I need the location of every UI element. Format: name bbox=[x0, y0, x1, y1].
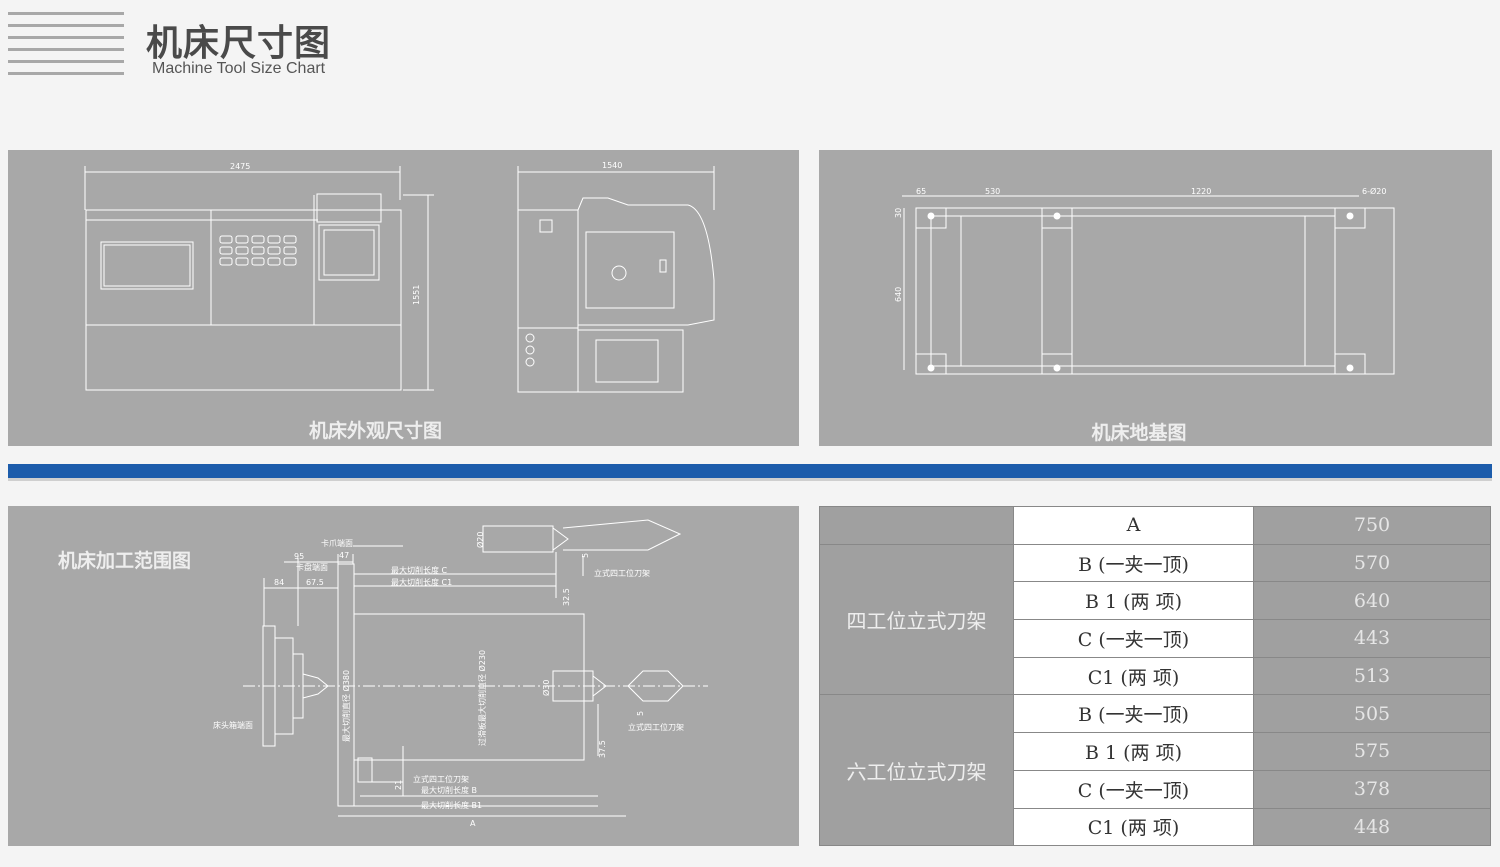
table-label: B 1 (两 项) bbox=[1013, 732, 1254, 771]
table-value: 750 bbox=[1253, 506, 1491, 545]
table-value: 505 bbox=[1253, 694, 1491, 734]
label-max-dia: 最大切削直径 Ø380 bbox=[341, 670, 351, 742]
table-row: C (一夹一顶) 378 bbox=[820, 769, 1491, 809]
page-title: 机床尺寸图 bbox=[146, 23, 332, 64]
processing-range-panel: 机床加工范围图 bbox=[8, 506, 799, 846]
label-tool-post-mid: 立式四工位刀架 bbox=[628, 722, 684, 732]
dim-holes: 6-Ø20 bbox=[1362, 186, 1386, 196]
label-carriage-dia: 过滑板最大切削直径 Ø230 bbox=[477, 650, 487, 746]
spec-table: A 750 四工位立式刀架 B (一夹一顶) 570 B 1 (两 项) 640… bbox=[819, 506, 1491, 847]
exterior-dimension-panel: 2475 1551 1540 机床外观尺寸 bbox=[8, 150, 799, 446]
table-label: B (一夹一顶) bbox=[1013, 543, 1254, 583]
table-row: B 1 (两 项) 640 bbox=[820, 581, 1491, 621]
dim-dia-30: Ø30 bbox=[541, 680, 551, 696]
dim-65: 65 bbox=[916, 187, 926, 196]
group-six-station: 六工位立式刀架 bbox=[819, 694, 1014, 847]
foundation-panel: 65 530 1220 6-Ø20 30 640 机床地基图 bbox=[819, 150, 1492, 446]
dim-67-5: 67.5 bbox=[306, 578, 324, 587]
label-max-len-c: 最大切削长度 C bbox=[391, 565, 448, 575]
dim-37-5: 37.5 bbox=[598, 740, 607, 758]
page-subtitle: Machine Tool Size Chart bbox=[152, 60, 326, 77]
table-row: C (一夹一顶) 443 bbox=[820, 619, 1491, 658]
label-jaw-face: 卡爪端面 bbox=[321, 538, 353, 548]
table-value: 513 bbox=[1253, 656, 1491, 696]
table-row: A 750 bbox=[819, 506, 1491, 545]
dim-dia-20: Ø20 bbox=[475, 532, 485, 548]
table-label: B (一夹一顶) bbox=[1013, 694, 1254, 734]
dim-21: 21 bbox=[394, 780, 403, 790]
dim-84: 84 bbox=[274, 578, 284, 587]
header-decoration bbox=[8, 12, 124, 84]
dim-height: 1551 bbox=[412, 285, 421, 305]
table-label: C1 (两 项) bbox=[1013, 807, 1254, 847]
dim-47: 47 bbox=[339, 551, 349, 560]
label-tool-post-bottom: 立式四工位刀架 bbox=[413, 774, 469, 784]
table-row: 四工位立式刀架 B (一夹一顶) 570 bbox=[819, 543, 1491, 696]
dim-32-5: 32.5 bbox=[562, 588, 571, 606]
label-headstock-face: 床头箱端面 bbox=[213, 720, 253, 730]
label-chuck-face: 卡盘端面 bbox=[296, 562, 328, 572]
dim-30: 30 bbox=[894, 208, 903, 218]
processing-range-drawing: 卡爪端面 卡盘端面 床头箱端面 最大切削长度 C 最大切削长度 C1 立式四工位… bbox=[213, 519, 708, 828]
label-tool-post-top: 立式四工位刀架 bbox=[594, 568, 650, 578]
exterior-drawing: 2475 1551 1540 bbox=[84, 161, 715, 393]
processing-range-caption: 机床加工范围图 bbox=[58, 550, 192, 572]
label-max-len-b1: 最大切削长度 B1 bbox=[421, 800, 482, 810]
table-row: C1 (两 项) 513 bbox=[820, 656, 1491, 696]
label-dim-a: A bbox=[470, 819, 476, 828]
table-label: B 1 (两 项) bbox=[1013, 581, 1254, 621]
table-row: C1 (两 项) 448 bbox=[820, 807, 1491, 847]
control-keypad bbox=[219, 235, 297, 266]
table-row: B 1 (两 项) 575 bbox=[820, 732, 1491, 771]
dim-5-top: 5 bbox=[581, 553, 590, 558]
table-value: 640 bbox=[1253, 581, 1491, 621]
table-row: 六工位立式刀架 B (一夹一顶) 505 bbox=[819, 694, 1491, 847]
section-divider bbox=[8, 464, 1492, 481]
table-value: 443 bbox=[1253, 619, 1491, 658]
dim-5-mid: 5 bbox=[636, 711, 645, 716]
foundation-drawing: 65 530 1220 6-Ø20 30 640 bbox=[894, 186, 1395, 375]
table-value: 378 bbox=[1253, 769, 1491, 809]
table-value: 570 bbox=[1253, 543, 1491, 583]
dim-530: 530 bbox=[985, 187, 1000, 196]
table-label: C (一夹一顶) bbox=[1013, 769, 1254, 809]
group-four-station: 四工位立式刀架 bbox=[819, 543, 1014, 696]
table-label: C1 (两 项) bbox=[1013, 656, 1254, 696]
dim-95: 95 bbox=[294, 552, 304, 561]
exterior-caption: 机床外观尺寸图 bbox=[308, 420, 442, 442]
dim-length: 2475 bbox=[230, 162, 250, 171]
table-value: 575 bbox=[1253, 732, 1491, 771]
dim-depth: 1540 bbox=[602, 161, 622, 170]
foundation-caption: 机床地基图 bbox=[1091, 422, 1187, 444]
table-value: 448 bbox=[1253, 807, 1491, 847]
table-label: A bbox=[1013, 506, 1254, 545]
table-label: C (一夹一顶) bbox=[1013, 619, 1254, 658]
dim-1220: 1220 bbox=[1191, 187, 1211, 196]
label-max-len-c1: 最大切削长度 C1 bbox=[391, 577, 452, 587]
label-max-len-b: 最大切削长度 B bbox=[421, 785, 477, 795]
table-corner bbox=[819, 506, 1014, 545]
dim-640: 640 bbox=[894, 287, 903, 302]
